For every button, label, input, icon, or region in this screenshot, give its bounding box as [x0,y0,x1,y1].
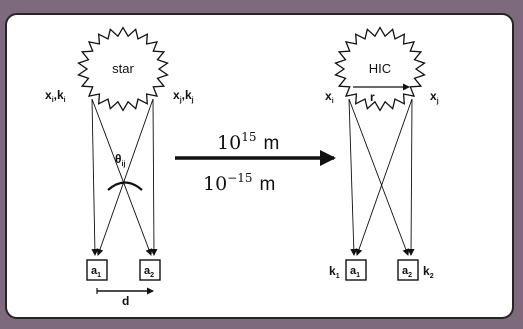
top-scale-exp: 15 [241,130,256,144]
hbt-diagram: star θij xi,ki xj,kj [45,26,439,308]
bottom-scale-unit: m [260,174,276,195]
svg-text:k1: k1 [329,264,340,280]
svg-text:a2: a2 [402,265,412,279]
ray-j-1 [96,98,154,256]
svg-text:xi,ki: xi,ki [45,88,66,104]
k2-label: k [423,264,430,278]
svg-text:xi: xi [325,89,334,105]
ray-i-2 [91,98,153,256]
theta-label: θ [115,152,122,166]
bottom-scale-base: 10 [203,173,227,195]
right-xi-label: x [325,89,332,103]
svg-text:a1: a1 [350,265,360,279]
star-source-icon [77,26,169,112]
right-detector-a2 [397,259,419,281]
right-xj-label: x [430,89,437,103]
left-diagram: star θij xi,ki xj,kj [45,26,194,308]
theta-sub: ij [122,161,126,168]
bottom-scale-exp: −15 [227,171,252,185]
xi-label: x [45,88,52,102]
svg-text:xj: xj [430,89,439,105]
right-detector-a1 [345,259,367,281]
right-rays [348,98,415,256]
svg-text:a1: a1 [91,265,101,279]
ray-j-2 [150,98,158,256]
top-scale-unit: m [263,133,279,154]
r-label: r [370,90,375,104]
k1-label: k [329,264,336,278]
detector-a1 [86,259,108,281]
svg-text:xj,kj: xj,kj [173,88,194,104]
diagram-panel: star θij xi,ki xj,kj [5,13,514,319]
separation-label: d [122,294,129,308]
svg-text:k2: k2 [423,264,434,280]
ray-i-1 [91,98,99,256]
detector-a2 [139,259,161,281]
svg-text:θij: θij [115,152,125,168]
left-rays [91,98,158,256]
hic-label: HIC [369,61,391,76]
theta-arc [107,181,143,191]
star-label: star [112,61,134,76]
xj-label: x [173,88,180,102]
hic-source-icon [334,26,426,112]
right-diagram: HIC r xi xj a1 [325,26,439,281]
top-scale-base: 10 [217,132,241,154]
svg-text:a2: a2 [144,265,154,279]
svg-text:10−15m: 10−15 m [203,171,275,195]
kj-label: k [185,88,192,102]
ki-label: k [57,88,64,102]
